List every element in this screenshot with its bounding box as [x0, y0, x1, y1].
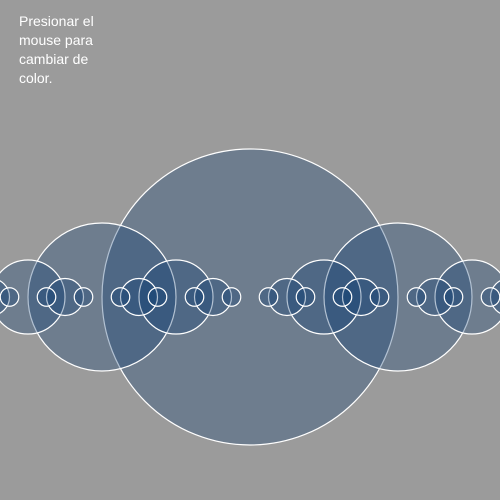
pattern-circle — [27, 222, 177, 372]
pattern-circle — [267, 277, 307, 317]
pattern-circle — [36, 287, 57, 307]
pattern-circle — [434, 259, 500, 335]
pattern-circle — [101, 148, 399, 446]
pattern-circle — [184, 287, 205, 307]
instruction-text: Presionar el mouse para cambiar de color… — [19, 13, 94, 86]
pattern-circle — [415, 277, 455, 317]
pattern-circle — [332, 287, 353, 307]
pattern-circle — [147, 287, 168, 307]
pattern-circle — [369, 287, 390, 307]
pattern-circle — [45, 277, 85, 317]
pattern-circle — [0, 259, 66, 335]
pattern-circle — [258, 287, 279, 307]
pattern-circle — [110, 287, 131, 307]
pattern-circle — [0, 280, 11, 314]
pattern-circle — [443, 287, 464, 307]
pattern-circle — [119, 277, 159, 317]
pattern-circle — [480, 287, 500, 307]
pattern-circle — [323, 222, 473, 372]
pattern-circle — [286, 259, 362, 335]
pattern-circle — [221, 287, 242, 307]
pattern-circle — [406, 287, 427, 307]
pattern-circle — [138, 259, 214, 335]
pattern-circle — [0, 287, 20, 307]
pattern-circle — [295, 287, 316, 307]
pattern-circle — [341, 277, 381, 317]
pattern-circle — [73, 287, 94, 307]
pattern-circle — [193, 277, 233, 317]
pattern-circle — [489, 280, 500, 314]
